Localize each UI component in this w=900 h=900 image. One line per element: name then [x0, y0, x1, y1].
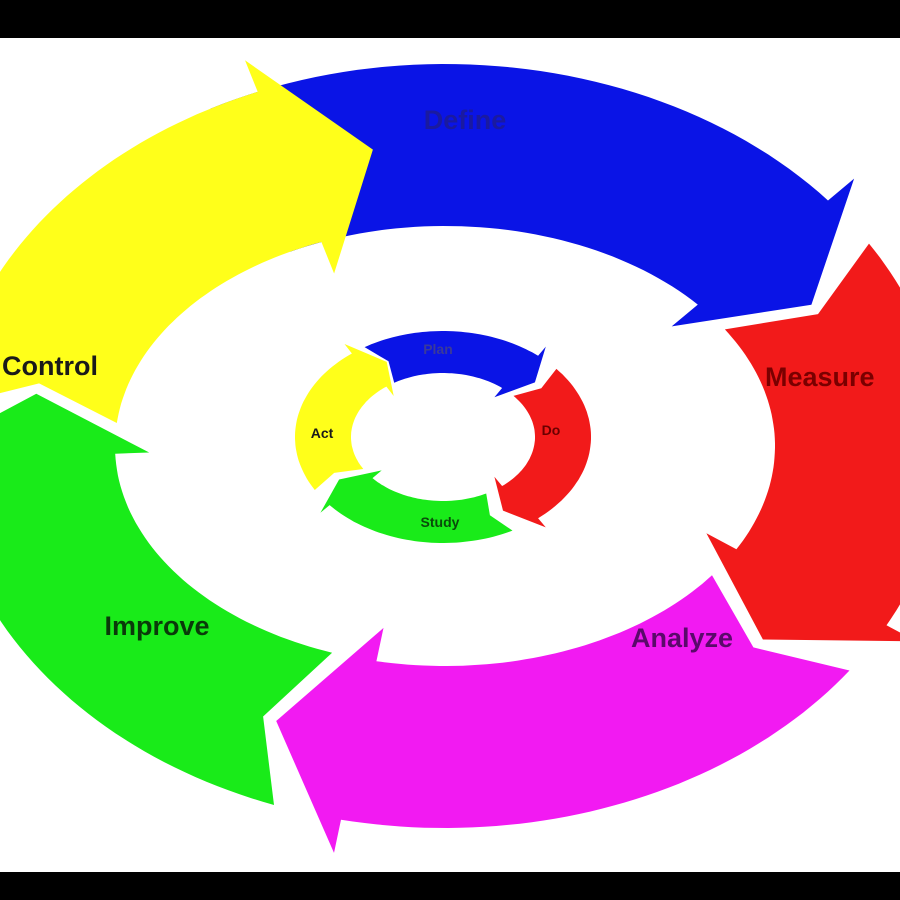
define-label: Define: [424, 105, 507, 135]
study-arrow: [320, 470, 513, 543]
measure-arrow: [706, 243, 900, 642]
plan-label: Plan: [423, 341, 453, 357]
act-arrow: [295, 344, 394, 490]
study-label: Study: [421, 514, 460, 530]
do-label: Do: [542, 422, 561, 438]
plan-arrow: [364, 331, 546, 398]
diagram-canvas: Define Measure Analyze Improve Control P…: [0, 38, 900, 872]
analyze-arrow: [276, 575, 850, 853]
act-label: Act: [311, 425, 334, 441]
do-arrow: [494, 368, 591, 528]
control-label: Control: [2, 351, 98, 381]
inner-cycle-arrows: [295, 331, 591, 543]
dmaic-pdsa-cycle-diagram: Define Measure Analyze Improve Control P…: [0, 60, 900, 853]
analyze-label: Analyze: [631, 623, 733, 653]
improve-label: Improve: [104, 611, 209, 641]
outer-cycle-arrows: [0, 60, 900, 853]
control-arrow: [0, 60, 373, 423]
measure-label: Measure: [765, 362, 875, 392]
improve-arrow: [0, 393, 333, 805]
define-arrow: [210, 64, 855, 327]
